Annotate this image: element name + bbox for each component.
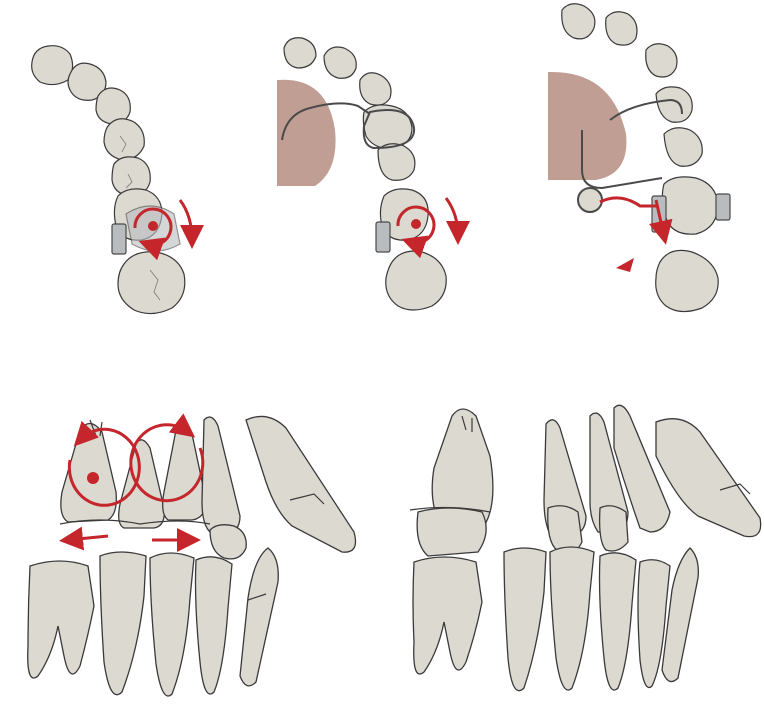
tooth [104,119,144,160]
panel-arch-button-elastic [548,4,730,312]
tooth [664,128,702,167]
tooth [646,44,677,77]
tooth [118,252,185,314]
molar-bracket [376,222,390,252]
tooth [246,416,356,552]
upper-arch-teeth [32,46,185,314]
panel-lateral-after [410,405,761,690]
tooth [284,38,316,68]
tooth [32,46,73,85]
force-direction-icon [616,258,634,272]
palate-shape [548,72,626,180]
tooth [413,557,482,674]
tooth [600,506,628,551]
tooth [240,548,278,686]
tooth [662,177,718,234]
panel-arch-palatal-wire [277,38,458,310]
tooth [324,47,356,78]
tooth [163,426,206,520]
palate-shape [277,80,336,186]
translation-arrow-icon [68,536,192,540]
tooth [150,553,194,696]
tooth [504,548,546,691]
lower-teeth [28,552,232,696]
tooth [562,4,595,39]
tooth [360,73,391,105]
tooth [210,525,246,559]
panel-arch-bracket-rotation [32,46,192,314]
button-attachment [578,188,602,212]
panel-lateral-before [28,416,356,696]
tooth [600,553,637,690]
lower-teeth [413,547,670,691]
tooth [28,561,94,678]
tooth [606,12,637,45]
tooth [550,547,594,690]
tooth [417,508,486,556]
tooth [386,251,446,310]
tooth [656,87,692,122]
tooth [656,419,761,537]
tooth [202,417,240,534]
tooth [100,552,146,695]
tooth [119,440,165,528]
tooth [656,250,718,311]
tooth [548,506,582,554]
tooth [378,144,415,181]
tooth [196,557,233,694]
